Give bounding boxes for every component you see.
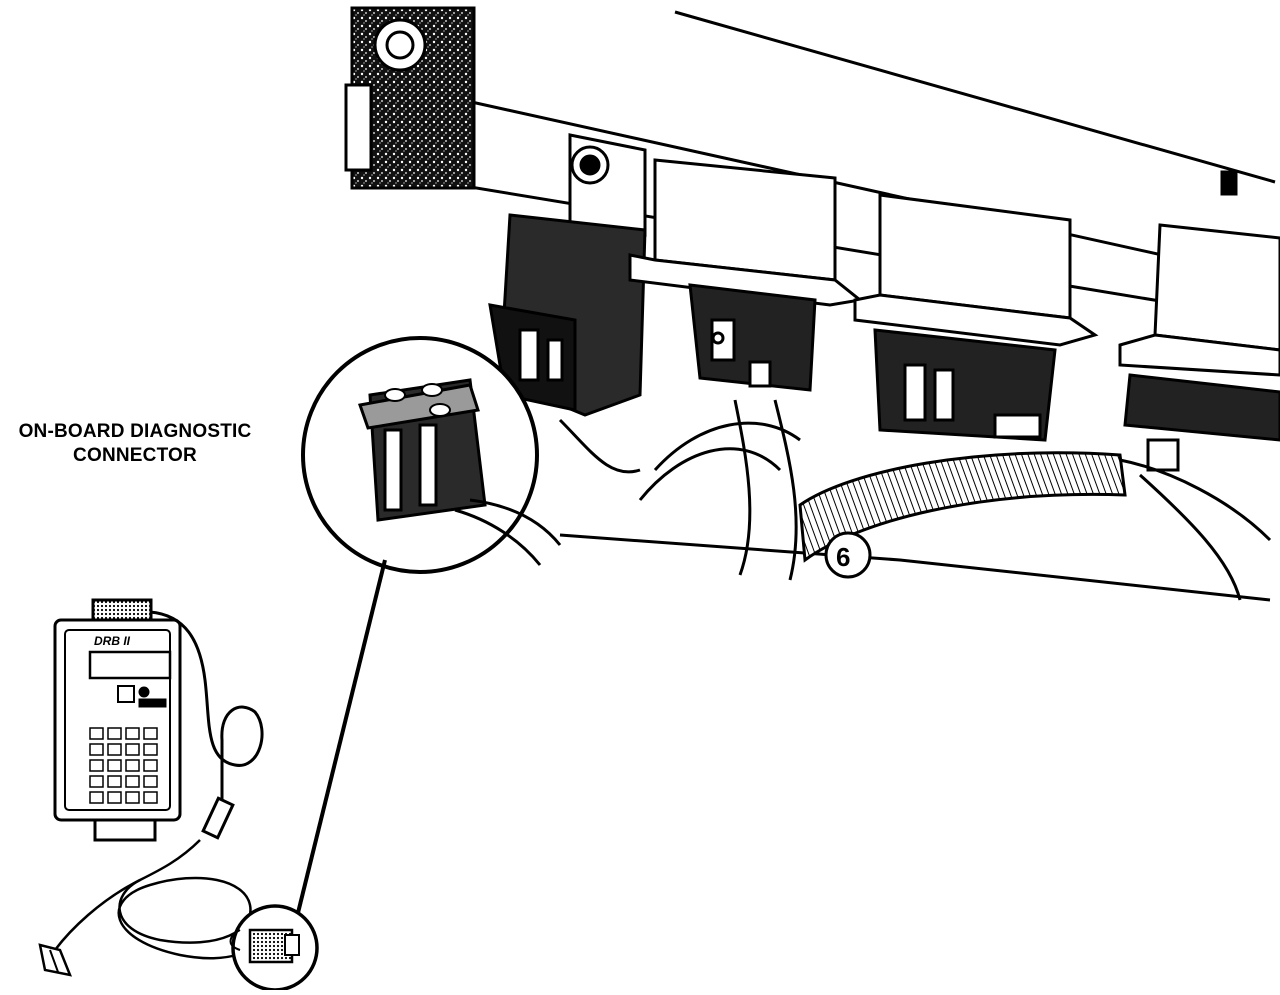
scan-tool-logo: DRB II xyxy=(94,634,130,648)
callout-line-1: ON-BOARD DIAGNOSTIC xyxy=(18,421,252,442)
wiring-harness: 6 xyxy=(558,399,1272,601)
relay-3 xyxy=(853,193,1099,442)
leader-line xyxy=(293,559,387,926)
relay-4 xyxy=(1118,223,1280,472)
connector-magnifier xyxy=(301,336,562,574)
relay-2 xyxy=(628,158,864,392)
small-connector-magnifier xyxy=(229,904,319,992)
fuse-mount xyxy=(344,6,476,190)
connector-callout-label: ON-BOARD DIAGNOSTIC CONNECTOR xyxy=(0,420,270,468)
callout-line-2: CONNECTOR xyxy=(73,445,197,466)
svg-text:6: 6 xyxy=(836,542,850,572)
scan-tool-keypad xyxy=(89,727,158,804)
